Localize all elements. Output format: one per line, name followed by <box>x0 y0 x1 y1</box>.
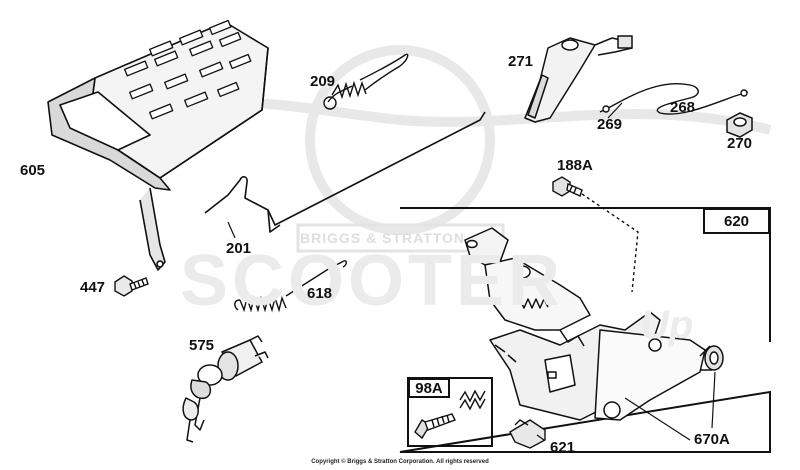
leader-670A-2 <box>711 371 716 429</box>
assembly-620-frame <box>399 207 771 453</box>
label-620: 620 <box>703 208 770 234</box>
leader-201 <box>227 221 236 239</box>
part-268-cable <box>599 83 749 115</box>
part-447-bolt <box>114 275 149 297</box>
watermark-word: SCOOTER <box>180 241 565 321</box>
part-98A-screw-and-spring <box>414 389 486 440</box>
leader-lines <box>227 102 716 441</box>
label-618: 618 <box>307 285 333 302</box>
part-270-nut <box>726 112 753 138</box>
part-621-clip <box>509 419 546 449</box>
part-209-spring <box>323 53 409 110</box>
leader-670A-1 <box>624 397 691 441</box>
label-98A: 98A <box>408 378 450 398</box>
label-621: 621 <box>550 439 576 456</box>
part-670A-bushing <box>699 345 724 371</box>
label-271: 271 <box>508 53 534 70</box>
part-575-ignition-switch <box>182 335 269 443</box>
leader-621 <box>536 434 545 441</box>
part-188A-bolt <box>552 176 639 293</box>
leader-269 <box>607 102 623 119</box>
part-618-spring <box>234 260 347 313</box>
label-605: 605 <box>20 162 46 179</box>
label-447: 447 <box>80 279 106 296</box>
label-268: 268 <box>670 99 696 116</box>
label-269: 269 <box>597 116 623 133</box>
label-575: 575 <box>189 337 215 354</box>
part-271-bracket <box>524 35 633 123</box>
part-620-control-assembly <box>464 227 706 421</box>
watermark-circle <box>305 45 495 235</box>
label-201: 201 <box>226 240 252 257</box>
watermark-suffix: Up <box>640 303 694 347</box>
copyright-notice: Copyright © Briggs & Stratton Corporatio… <box>311 459 489 465</box>
label-188A: 188A <box>557 157 593 174</box>
label-670A: 670A <box>694 431 730 448</box>
label-209: 209 <box>310 73 336 90</box>
watermark-brand: BRIGGS & STRATTON <box>300 230 466 246</box>
box-98A-frame <box>407 377 493 447</box>
part-605-cover <box>47 19 269 271</box>
label-270: 270 <box>727 135 753 152</box>
part-201-rod <box>204 111 486 233</box>
